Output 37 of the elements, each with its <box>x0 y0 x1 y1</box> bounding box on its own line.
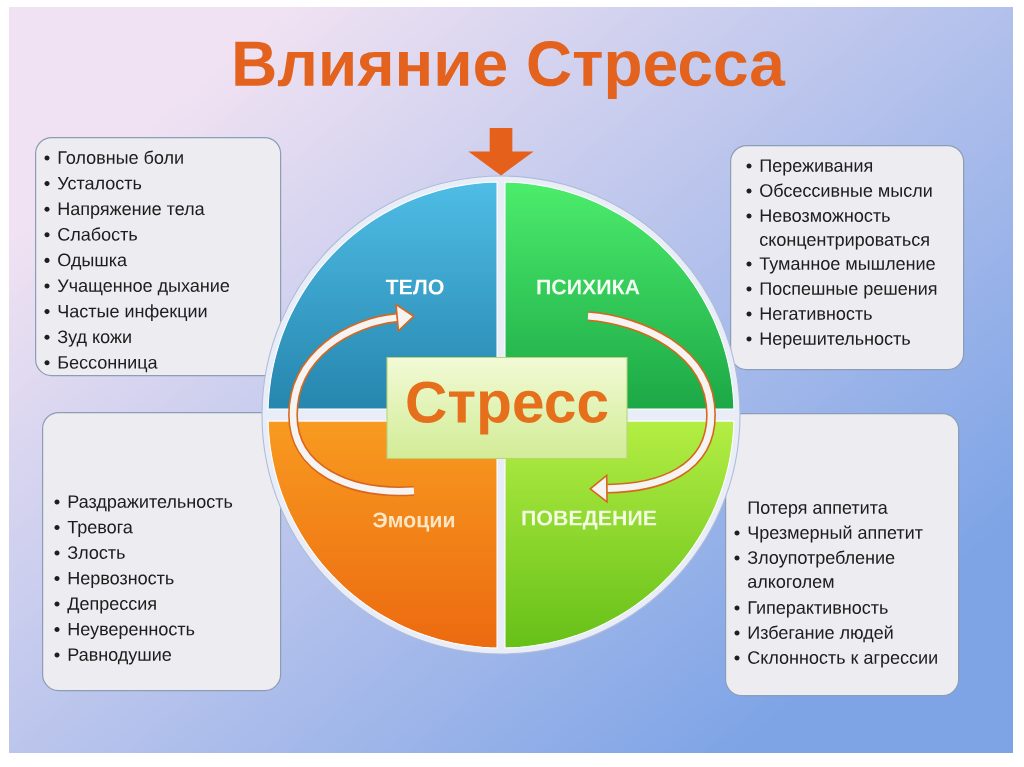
list-box <box>42 412 282 692</box>
list-item: Избегание людей <box>748 625 893 643</box>
list-item: Невозможность сконцентрироваться <box>760 209 929 250</box>
list-item: Частые инфекции <box>58 304 207 322</box>
list-item: Напряжение тела <box>58 202 205 219</box>
list-item: Зуд кожи <box>57 330 131 347</box>
list-item: Нерешительность <box>760 332 910 349</box>
list-item: Неуверенность <box>68 622 195 639</box>
list-item: Одышка <box>58 253 128 270</box>
list-item: Потеря аппетита <box>748 501 888 518</box>
curved-arrow <box>288 303 415 497</box>
list-item: Слабость <box>58 227 137 241</box>
list-box <box>35 137 282 377</box>
list-item: Переживания <box>760 159 872 176</box>
curved-arrow <box>587 311 716 504</box>
list-item: Равнодушие <box>68 648 171 665</box>
list-item: Учащенное дыхание <box>57 279 230 296</box>
list-item: Нервозность <box>68 571 174 588</box>
center-box: Стресс <box>386 356 628 460</box>
list-item: Обсессивные мысли <box>760 183 932 197</box>
list-item: Головные боли <box>58 150 183 164</box>
list-item: Туманное мышление <box>759 257 935 274</box>
list-item: Бессонница <box>58 356 158 373</box>
list-box <box>725 413 960 697</box>
list-item: Склонность к агрессии <box>748 651 937 668</box>
list-item: Негативность <box>760 307 872 320</box>
list-item: Раздражительность <box>68 495 233 512</box>
title: Влияние Стресса <box>235 41 786 99</box>
list-item: Депрессия <box>67 597 156 614</box>
list-item: Усталость <box>57 177 142 190</box>
list-item: Поспешные решения <box>760 282 937 299</box>
list-item: Злоупотребление алкоголем <box>747 550 895 588</box>
list-item: Тревога <box>67 520 133 537</box>
list-box <box>730 145 965 371</box>
list-item: Гиперактивность <box>748 601 888 618</box>
list-item: Злость <box>67 546 125 559</box>
list-item: Чрезмерный аппетит <box>748 525 923 543</box>
